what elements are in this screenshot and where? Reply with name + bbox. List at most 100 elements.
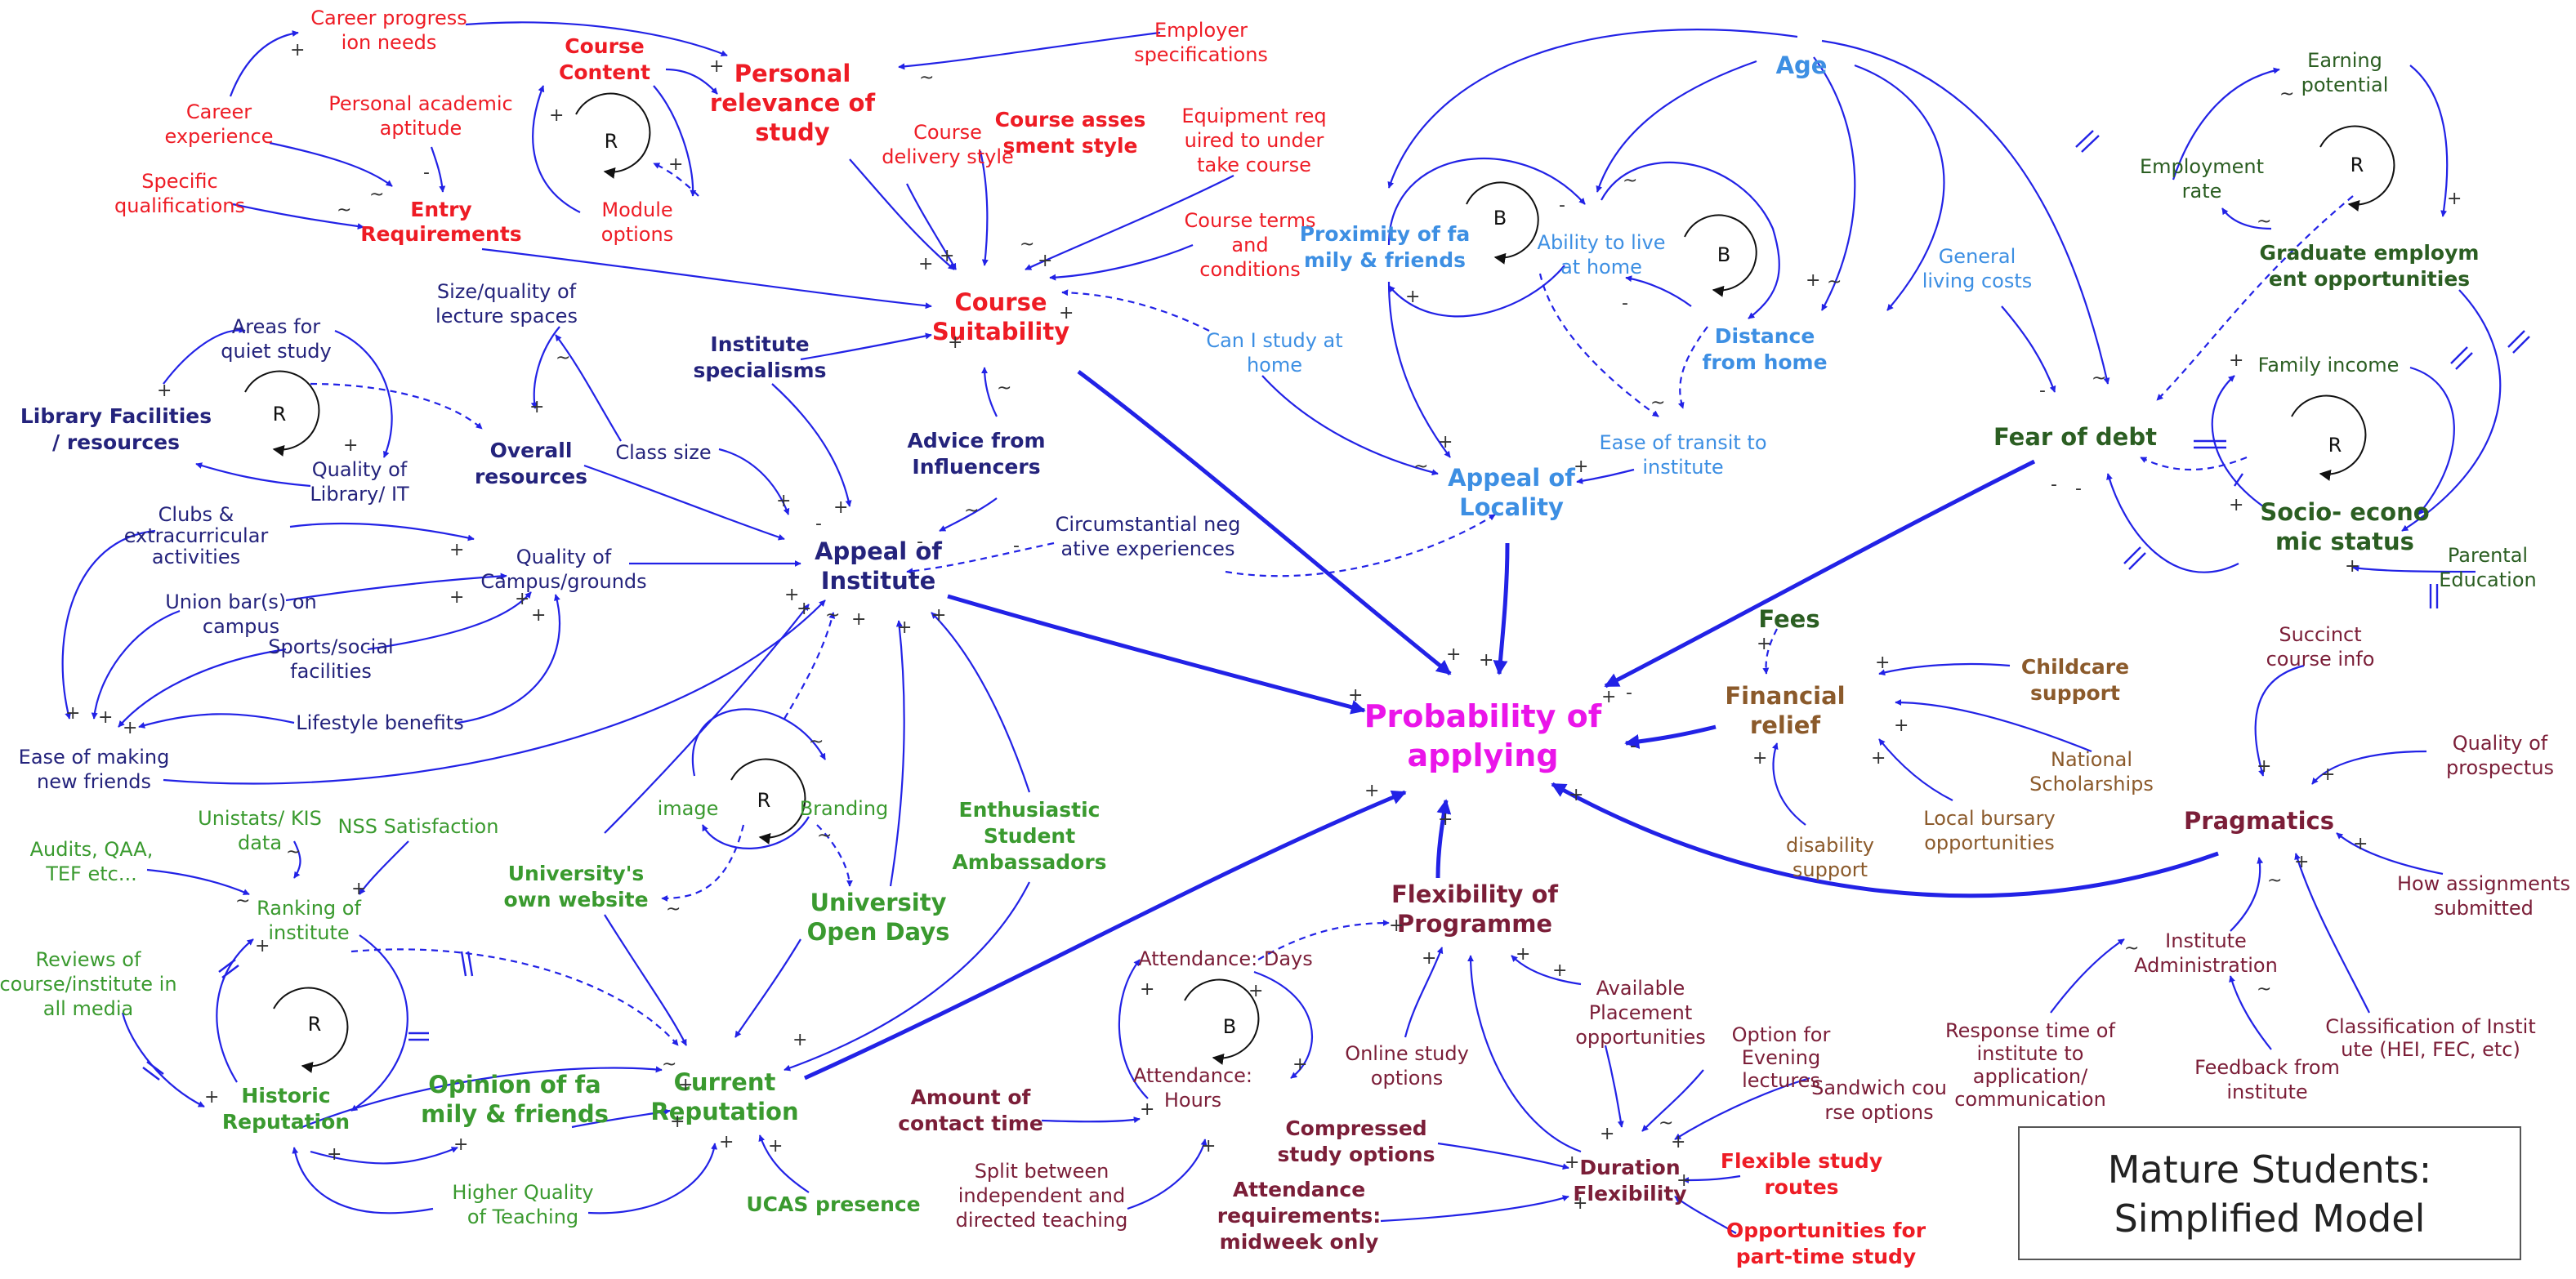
link-parental-socio <box>2352 564 2476 573</box>
svg-text:+: + <box>931 605 946 626</box>
link-opendays-current <box>734 938 801 1038</box>
svg-text:+: + <box>792 1030 807 1050</box>
link-website-appeal <box>604 604 810 834</box>
svg-text:~: ~ <box>2092 368 2106 389</box>
svg-text:+: + <box>157 381 172 401</box>
link-employer-relevance <box>898 31 1161 70</box>
link-friends-appeal <box>163 599 826 785</box>
link-aptitude-entry <box>430 146 446 193</box>
svg-text:+: + <box>1601 687 1616 707</box>
link-higher-current <box>587 1143 718 1214</box>
link-specialisms-suitability <box>800 332 932 361</box>
svg-text:-: - <box>815 514 822 534</box>
svg-text:-: - <box>917 532 923 552</box>
link-suitability-probability <box>1077 370 1452 675</box>
svg-text:R: R <box>757 789 771 812</box>
node-image: image <box>658 797 719 820</box>
svg-text:+: + <box>98 707 113 728</box>
svg-text:R: R <box>273 403 287 426</box>
svg-text:+: + <box>65 703 80 724</box>
svg-text:+: + <box>2229 350 2243 371</box>
svg-text:-: - <box>423 163 430 183</box>
node-nss: NSS Satisfaction <box>338 815 499 838</box>
link-branding-image <box>702 816 810 849</box>
link-living-feardebt <box>2001 305 2056 393</box>
title-box: Mature Students: Simplified Model <box>2018 1126 2521 1260</box>
link-employment-earning <box>2172 67 2280 180</box>
svg-text:+: + <box>1438 432 1453 452</box>
svg-text:+: + <box>1569 785 1583 805</box>
link-enthusiastic-current <box>784 881 1030 1072</box>
employment-loop: R <box>2319 125 2395 212</box>
node-attendance-hours: Attendance:Hours <box>1133 1064 1252 1112</box>
svg-text:~: ~ <box>1623 171 1637 191</box>
svg-text:+: + <box>449 540 464 560</box>
link-circumstantial-locality <box>1225 514 1496 577</box>
svg-text:+: + <box>1573 1193 1587 1214</box>
link-library-overall <box>310 382 483 430</box>
svg-text:+: + <box>1894 715 1909 736</box>
link-financial-probability <box>1624 724 1717 749</box>
link-livehome-distance <box>1601 162 1780 319</box>
svg-text:+: + <box>290 40 305 60</box>
link-equipment-suitability <box>1025 175 1234 270</box>
node-age: Age <box>1776 51 1828 79</box>
link-succinct-pragmatics <box>2254 664 2305 777</box>
link-unistats-ranking <box>293 840 301 879</box>
svg-text:+: + <box>1600 1124 1614 1144</box>
svg-text:B: B <box>1717 243 1730 266</box>
svg-text:+: + <box>515 589 529 609</box>
link-content-module <box>653 85 697 197</box>
reputation-loop: R <box>273 987 349 1073</box>
link-reviews-historic <box>121 1012 205 1107</box>
node-ucas: UCAS presence <box>746 1192 920 1216</box>
link-livehome-proximity <box>1388 265 1565 318</box>
svg-text:+: + <box>784 585 799 605</box>
svg-text:~: ~ <box>2124 938 2139 959</box>
svg-text:+: + <box>776 491 791 511</box>
link-clubs-quality <box>289 522 475 541</box>
svg-text:B: B <box>1493 207 1507 230</box>
link-assessment-suitability <box>979 150 989 266</box>
link-lifestyle-campus <box>457 594 561 724</box>
link-quals-entry <box>232 203 364 230</box>
svg-text:+: + <box>2320 764 2335 785</box>
svg-text:-: - <box>1559 195 1565 216</box>
links <box>61 21 2502 1234</box>
link-days-flexibility <box>1257 920 1390 960</box>
svg-text:~: ~ <box>2279 84 2294 105</box>
link-module-content-dash <box>653 162 699 197</box>
svg-text:~: ~ <box>2257 212 2271 232</box>
svg-text:+: + <box>670 1112 685 1132</box>
link-fees-financial <box>1762 628 1778 675</box>
svg-text:~: ~ <box>666 899 681 920</box>
svg-text:+: + <box>1140 979 1154 1000</box>
svg-text:+: + <box>2353 834 2368 854</box>
library-loop: R <box>244 370 320 457</box>
svg-text:~: ~ <box>1650 393 1665 413</box>
link-ranking-current <box>350 948 679 1046</box>
svg-text:+: + <box>1516 944 1530 965</box>
svg-text:+: + <box>1348 685 1363 706</box>
svg-text:+: + <box>343 435 358 456</box>
